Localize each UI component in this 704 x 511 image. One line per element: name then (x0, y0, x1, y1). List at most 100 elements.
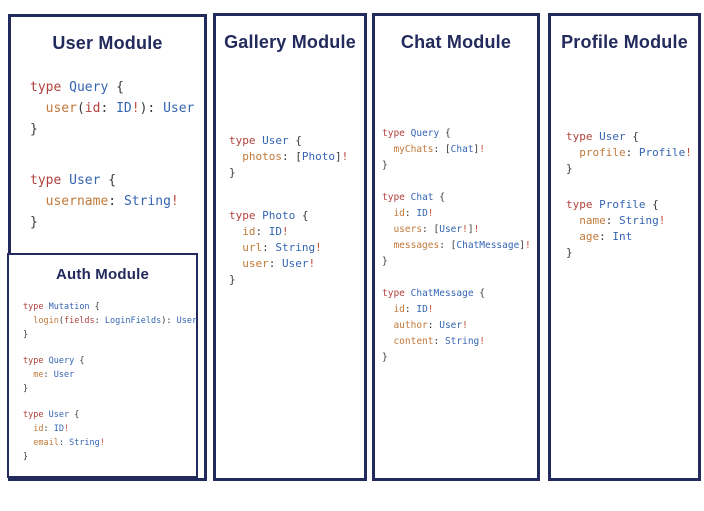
code-line: } (23, 382, 197, 396)
code-token (61, 80, 69, 95)
panel-profile-module: Profile Module type User { profile: Prof… (548, 13, 701, 481)
code-line: } (23, 328, 197, 342)
code-token: User (599, 130, 626, 143)
code-token: fields (63, 316, 95, 326)
code-token: Int (612, 230, 633, 243)
code-line: user(id: ID!): User (30, 98, 195, 119)
code-line: messages: [ChatMessage]! (382, 238, 530, 254)
code-token: ! (282, 225, 289, 238)
code-token: ( (76, 101, 85, 116)
code-token: : (404, 304, 417, 315)
code-block: type User { username: String!} (30, 170, 194, 233)
code-line: id: ID! (229, 224, 348, 240)
code-token: type (30, 80, 62, 95)
code-line: } (382, 254, 531, 270)
code-token: ID (416, 304, 428, 315)
code-token: String (123, 194, 171, 209)
code-token: ID (53, 424, 64, 434)
code-token: user (229, 257, 269, 270)
code-line: myChats: [Chat]! (382, 142, 531, 158)
code-token: ! (427, 208, 434, 219)
code-token: id (382, 208, 405, 219)
code-token: { (295, 209, 309, 222)
code-line: } (23, 450, 197, 464)
code-line: type Query { (30, 77, 194, 98)
code-token: : (605, 214, 619, 227)
code-token: : [ (422, 224, 440, 235)
code-line: id: ID! (382, 206, 531, 222)
code-token: type (382, 128, 405, 139)
code-token: author (382, 320, 428, 331)
code-token: login (23, 316, 59, 326)
code-token: : [ (433, 144, 451, 155)
code-token: content (382, 336, 434, 347)
code-token: User (163, 101, 195, 116)
code-token: : (108, 194, 124, 209)
code-token: photos (229, 150, 282, 163)
code-token: : (268, 257, 282, 270)
code-block: type Mutation { login(fields: LoginField… (23, 300, 197, 342)
code-line: me: User (23, 368, 197, 382)
code-token: { (100, 173, 117, 188)
code-block: type ChatMessage { id: ID! author: User!… (382, 286, 531, 366)
code-line: url: String! (229, 240, 348, 256)
code-token: type (23, 356, 44, 366)
panel-auth-module: Auth Module type Mutation { login(fields… (7, 253, 198, 478)
code-block: type Profile { name: String! age: Int} (566, 197, 692, 261)
code-token: Profile (638, 146, 686, 159)
code-token: } (23, 330, 29, 340)
code-block: type Photo { id: ID! url: String! user: … (229, 208, 348, 288)
code-token: ! (308, 257, 316, 270)
code-token: age (566, 230, 600, 243)
code-token: ID (116, 101, 132, 116)
code-token: Query (48, 356, 75, 366)
code-token: User (69, 173, 101, 188)
code-token: { (69, 410, 80, 420)
code-token: ! (462, 224, 468, 235)
code-token: : (599, 230, 613, 243)
code-line: photos: [Photo]! (229, 149, 348, 165)
code-token: ! (479, 336, 485, 347)
code-token: ! (479, 144, 486, 155)
code-token: } (30, 215, 38, 230)
code-token: ! (341, 150, 349, 163)
code-line: type Profile { (566, 197, 692, 213)
code-token: } (229, 166, 236, 179)
code-token: id (84, 101, 101, 116)
code-token: profile (566, 146, 626, 159)
code-block: type User { photos: [Photo]!} (229, 133, 348, 181)
code-token: ] (473, 144, 480, 155)
code-token: type (229, 209, 256, 222)
code-line: name: String! (566, 213, 692, 229)
code-block: type Query { myChats: [Chat]!} (382, 126, 531, 174)
code-line: } (566, 245, 692, 261)
code-token: User (282, 257, 309, 270)
code-token: users (382, 224, 423, 235)
code-token: ID (416, 208, 428, 219)
code-line: type User { (23, 408, 197, 422)
code-token: ID (268, 225, 282, 238)
panel-user-module: User Module type Query { user(id: ID!): … (7, 14, 207, 481)
code-token: type (229, 134, 256, 147)
code-token: } (382, 256, 388, 267)
code-token: type (566, 130, 593, 143)
code-token: Photo (262, 209, 296, 222)
code-block: type Query { me: User} (23, 354, 197, 396)
code-token: type (382, 288, 405, 299)
code-token: email (23, 438, 59, 448)
code-block: type User { id: ID! email: String!} (23, 408, 197, 464)
code-token: User (439, 224, 463, 235)
code-token: ! (99, 438, 105, 448)
code-line: id: ID! (382, 302, 531, 318)
code-token: ] (467, 224, 474, 235)
code-token: String (275, 241, 316, 254)
code-token: : (625, 146, 639, 159)
code-token: : (94, 316, 105, 326)
profile-module-code: type User { profile: Profile!}type Profi… (566, 129, 692, 261)
code-token: type (23, 302, 44, 312)
code-line: } (566, 161, 692, 177)
code-line: content: String! (382, 334, 531, 350)
code-token: User (48, 410, 70, 420)
code-line: author: User! (382, 318, 531, 334)
